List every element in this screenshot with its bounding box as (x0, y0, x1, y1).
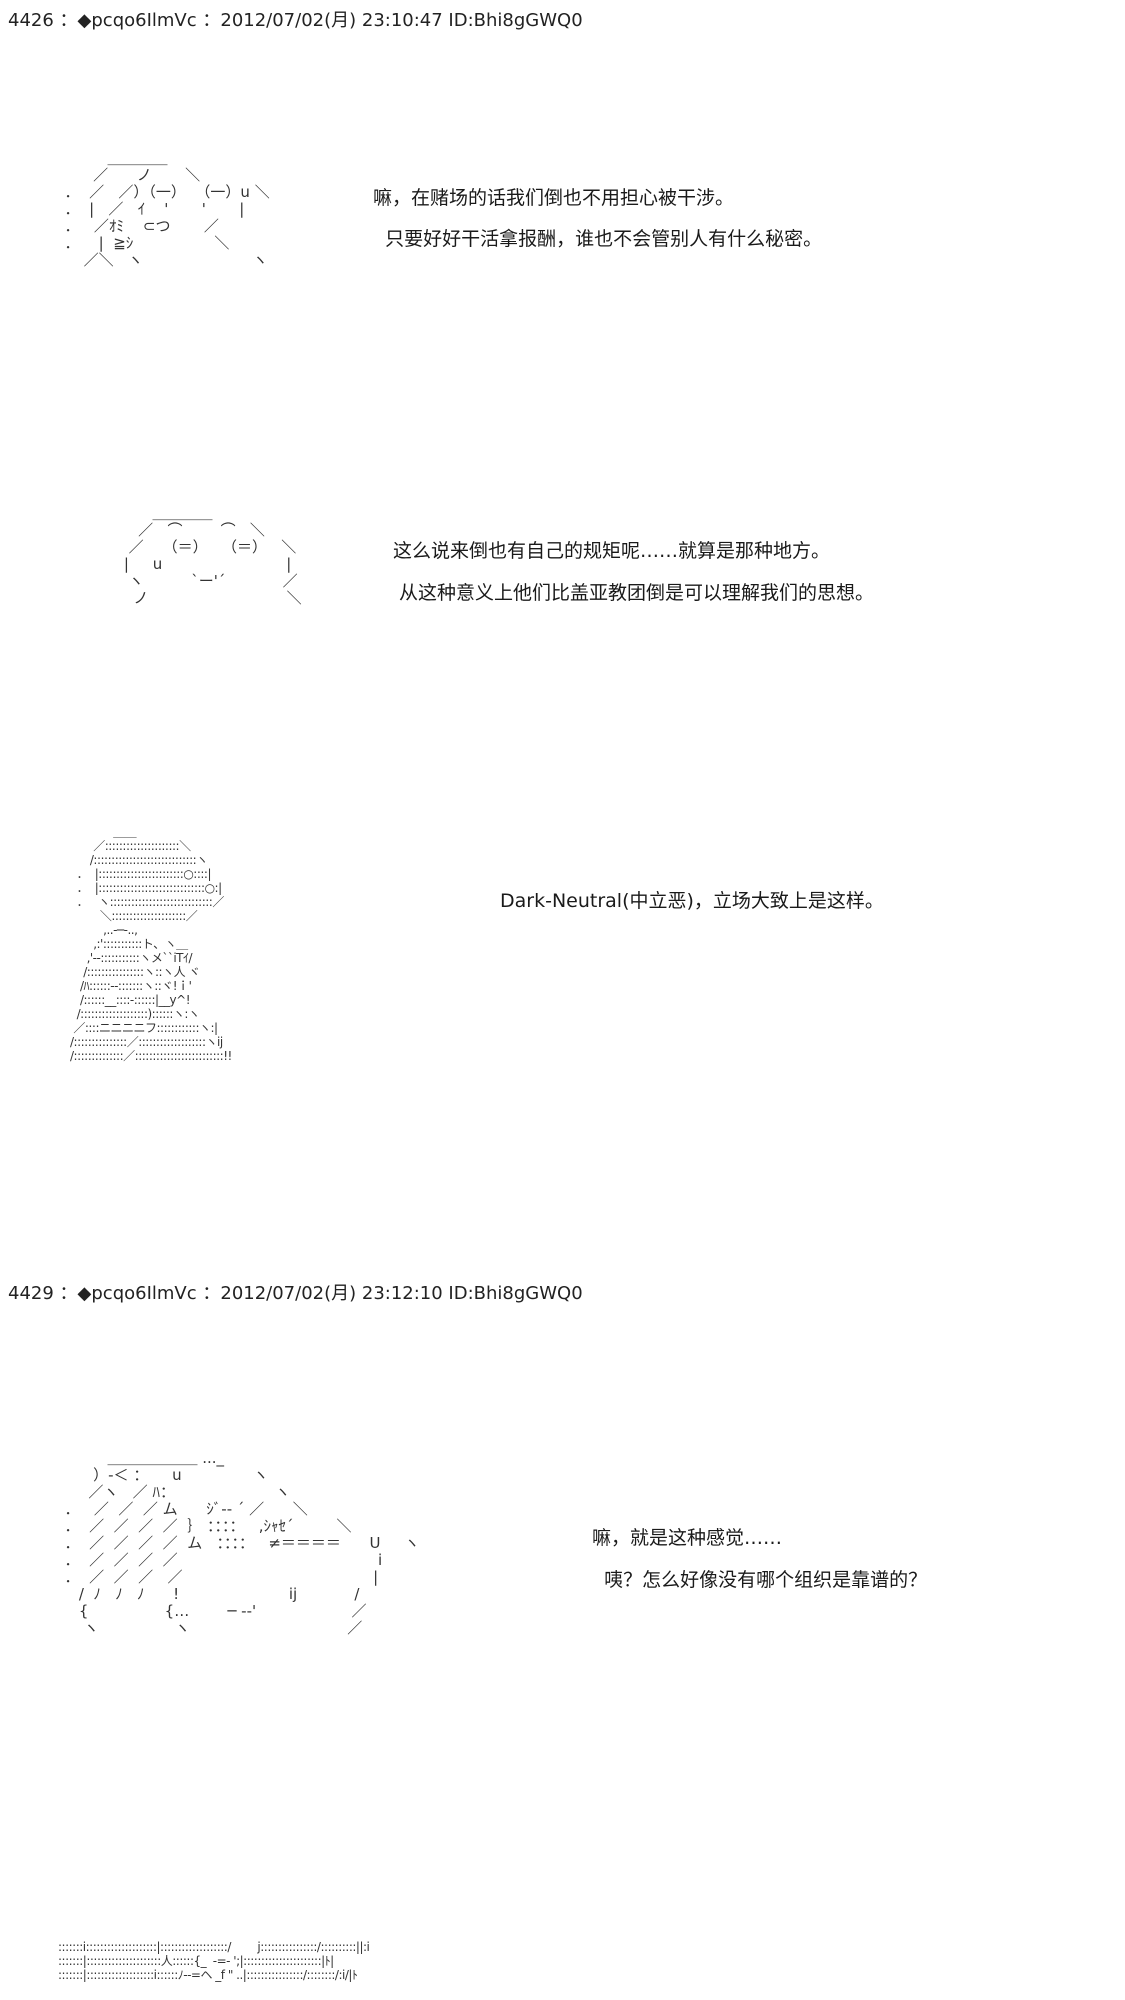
post-header-4426: 4426 ：◆pcqo6IlmVc ：2012/07/02(月) 23:10:4… (8, 10, 583, 31)
dialogue-line: 只要好好干活拿报酬，谁也不会管别人有什么秘密。 (373, 228, 823, 250)
dialogue-line: 从这种意义上他们比盖亚教团倒是可以理解我们的思想。 (393, 582, 875, 604)
dialogue-line: 嘛，就是这种感觉…… (592, 1527, 783, 1549)
ascii-art-round-head-figure: ＿＿ ／:::::::::::::::::::::＼ /::::::::::::… (70, 825, 232, 1063)
ascii-art-face-smiling: ＿＿＿＿ ／ ノ ＼ ． ／ ／）（一） （一）u ＼ ． | ／ ｲ ' ' … (64, 149, 270, 269)
dialogue-line: Dark-Neutral(中立恶)，立场大致上是这样。 (500, 890, 884, 912)
ascii-art-face-calm: ＿＿＿＿ ／ ⌒ ⌒ ＼ ／ （＝） （＝） ＼ | u | ヽ `ー'´ ／ … (123, 504, 302, 607)
post-header-4429: 4429 ：◆pcqo6IlmVc ：2012/07/02(月) 23:12:1… (8, 1283, 583, 1304)
dialogue-line: 咦？怎么好像没有哪个组织是靠谱的？ (592, 1569, 928, 1591)
dialogue-line: 嘛，在赌场的话我们倒也不用担心被干涉。 (373, 187, 735, 209)
dialogue-line: 这么说来倒也有自己的规矩呢……就算是那种地方。 (393, 540, 831, 562)
ascii-art-figure-cropped: :::::::i::::::::::::::::::::|:::::::::::… (58, 1940, 370, 1982)
ascii-art-figure-sweating: ＿＿＿＿＿＿ ..._ ）-＜ ： u ヽ ／ヽ ／ ﾊ： ヽ ． ／ ／ ／ … (64, 1449, 420, 1637)
